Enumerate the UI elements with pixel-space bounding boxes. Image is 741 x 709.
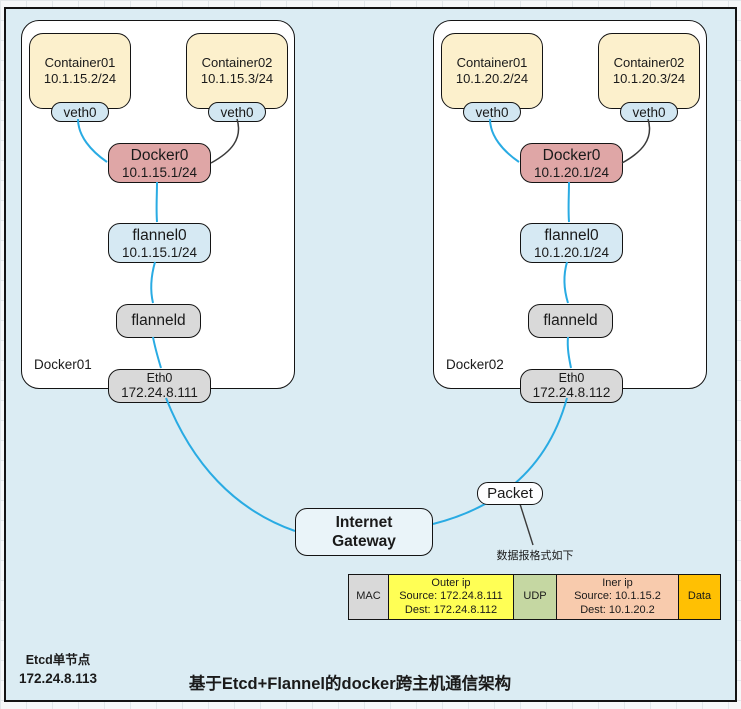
host-name-label: Docker01 (34, 357, 92, 372)
diagram-title: 基于Etcd+Flannel的docker跨主机通信架构 (188, 675, 512, 693)
veth0-node: veth0 (620, 102, 678, 122)
eth0-node-host2: Eth0 172.24.8.112 (520, 369, 623, 403)
container01-host1: Container01 10.1.15.2/24 (29, 33, 131, 109)
container-name: Container01 (456, 55, 528, 70)
packet-cell-udp: UDP (514, 575, 557, 619)
container02-host2: Container02 10.1.20.3/24 (598, 33, 700, 109)
veth0-node: veth0 (463, 102, 521, 122)
packet-node: Packet (477, 482, 543, 505)
packet-format-note: 数据报格式如下 (496, 550, 574, 562)
gateway-label-line1: Internet (335, 513, 393, 531)
host-name-label: Docker02 (446, 357, 504, 372)
udp-label: UDP (523, 590, 547, 603)
packet-cell-outer-ip: Outer ip Source: 172.24.8.111 Dest: 172.… (389, 575, 514, 619)
eth0-label: Eth0 (558, 371, 585, 386)
flannel0-node-host2: flannel0 10.1.20.1/24 (520, 223, 623, 263)
container01-host2: Container01 10.1.20.2/24 (441, 33, 543, 109)
container-name: Container01 (44, 55, 116, 70)
flannel0-ip: 10.1.15.1/24 (121, 244, 198, 260)
docker0-ip: 10.1.15.1/24 (121, 164, 198, 180)
outer-ip-title: Outer ip (431, 576, 471, 589)
flannel0-label: flannel0 (544, 226, 599, 244)
docker0-node-host1: Docker0 10.1.15.1/24 (108, 143, 211, 183)
packet-cell-data: Data (679, 575, 720, 619)
mac-label: MAC (356, 590, 381, 603)
outer-ip-dest: Dest: 172.24.8.112 (404, 603, 498, 616)
eth0-ip: 172.24.8.111 (121, 385, 198, 401)
flannel0-node-host1: flannel0 10.1.15.1/24 (108, 223, 211, 263)
veth0-label: veth0 (220, 104, 254, 120)
veth0-label: veth0 (632, 104, 666, 120)
flanneld-label: flanneld (131, 312, 186, 329)
container-ip: 10.1.15.3/24 (200, 71, 274, 86)
container-ip: 10.1.20.2/24 (455, 71, 529, 86)
docker0-label: Docker0 (130, 146, 189, 164)
host-box-docker02: Container01 10.1.20.2/24 Container02 10.… (433, 20, 707, 403)
container-ip: 10.1.15.2/24 (43, 71, 117, 86)
iner-ip-dest: Dest: 10.1.20.2 (580, 603, 655, 616)
gateway-label-line2: Gateway (332, 533, 396, 550)
data-label: Data (687, 590, 712, 603)
flannel0-label: flannel0 (132, 226, 187, 244)
packet-cell-mac: MAC (349, 575, 389, 619)
etcd-note-line1: Etcd单节点 (25, 653, 91, 667)
flannel0-ip: 10.1.20.1/24 (533, 244, 610, 260)
container02-host1: Container02 10.1.15.3/24 (186, 33, 288, 109)
internet-gateway-node: Internet Gateway (295, 508, 433, 556)
container-name: Container02 (613, 55, 685, 70)
flanneld-node-host2: flanneld (528, 304, 613, 338)
outer-ip-source: Source: 172.24.8.111 (399, 590, 503, 603)
eth0-label: Eth0 (146, 371, 173, 386)
container-name: Container02 (201, 55, 273, 70)
iner-ip-source: Source: 10.1.15.2 (574, 590, 661, 603)
packet-cell-iner-ip: Iner ip Source: 10.1.15.2 Dest: 10.1.20.… (557, 575, 679, 619)
docker0-node-host2: Docker0 10.1.20.1/24 (520, 143, 623, 183)
container-ip: 10.1.20.3/24 (612, 71, 686, 86)
veth0-label: veth0 (475, 104, 509, 120)
etcd-note-ip: 172.24.8.113 (18, 671, 98, 687)
iner-ip-title: Iner ip (602, 576, 633, 589)
eth0-ip: 172.24.8.112 (532, 385, 611, 401)
veth0-node: veth0 (51, 102, 109, 122)
packet-label: Packet (487, 484, 533, 502)
host-box-docker01: Container01 10.1.15.2/24 Container02 10.… (21, 20, 295, 403)
flanneld-node-host1: flanneld (116, 304, 201, 338)
eth0-node-host1: Eth0 172.24.8.111 (108, 369, 211, 403)
packet-format-table: MAC Outer ip Source: 172.24.8.111 Dest: … (348, 574, 721, 620)
veth0-node: veth0 (208, 102, 266, 122)
etcd-node-note: Etcd单节点 172.24.8.113 (8, 651, 108, 689)
docker0-ip: 10.1.20.1/24 (533, 164, 610, 180)
flanneld-label: flanneld (543, 312, 598, 329)
docker0-label: Docker0 (542, 146, 601, 164)
veth0-label: veth0 (63, 104, 97, 120)
